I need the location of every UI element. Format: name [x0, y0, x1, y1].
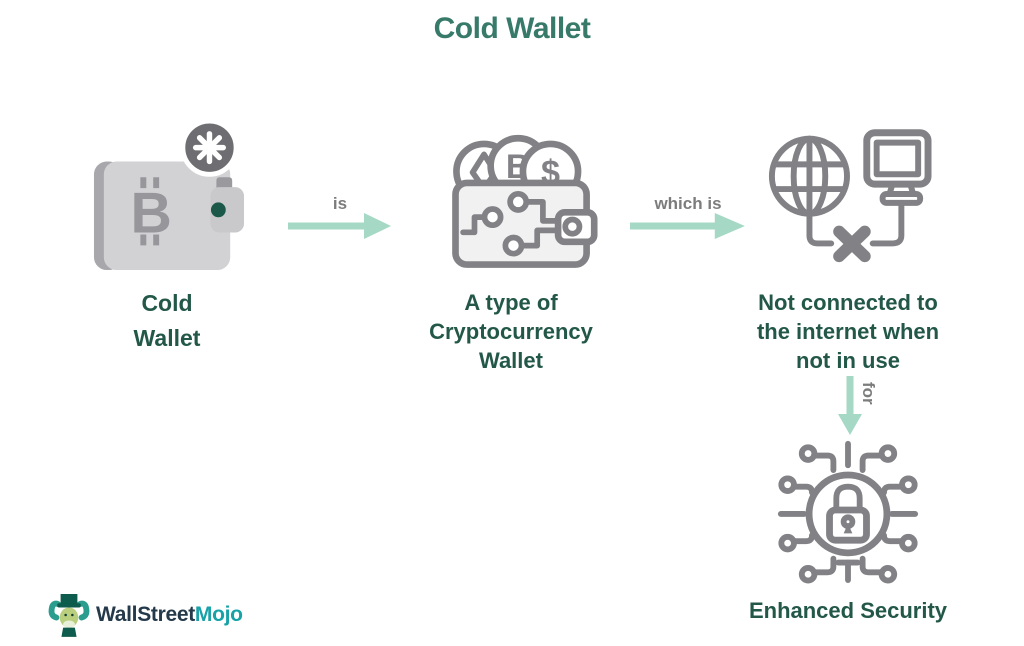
label-line: Cryptocurrency [429, 319, 593, 344]
right-arrow-icon [630, 213, 745, 239]
clasp-button [562, 216, 583, 237]
cold-wallet-icon: B [90, 120, 248, 274]
crypto-wallet-icon-svg: B $ [452, 134, 598, 268]
label-line: the internet when [756, 319, 940, 344]
node-label-security: Enhanced Security [748, 598, 948, 623]
globe-computer-disconnected-icon [764, 124, 932, 264]
circuit-traces [777, 440, 919, 584]
node-label-cold-wallet: Cold Wallet [67, 286, 267, 356]
wallstreetmojo-logo: WallStreetMojo [48, 592, 243, 638]
label-line: Wallet [479, 348, 543, 373]
arrow-right-which-is [630, 212, 746, 240]
cable-left [806, 210, 835, 247]
disconnected-x-icon [833, 225, 871, 263]
security-circuit-lock-icon [775, 438, 921, 584]
security-icon-svg [777, 440, 919, 584]
wallstreetmojo-bull-icon [48, 594, 90, 637]
label-line: not in use [796, 348, 900, 373]
label-line: A type of [464, 290, 558, 315]
crypto-wallet-coins-icon: B $ [446, 126, 598, 274]
node-label-crypto-wallet: A type of Cryptocurrency Wallet [411, 288, 611, 375]
page-title: Cold Wallet [433, 12, 591, 45]
label-line: Cold [141, 290, 193, 316]
offline-icon-svg [768, 129, 932, 263]
logo-text-accent: Mojo [194, 603, 243, 626]
connector-which-is-label: which is [654, 194, 722, 213]
label-line: Wallet [133, 325, 201, 351]
snowflake-badge-icon [180, 120, 239, 177]
globe-icon [768, 135, 850, 217]
bitcoin-tick [140, 234, 147, 246]
connector-for-label: for [859, 382, 878, 405]
cold-wallet-icon-svg: B [93, 120, 245, 271]
wallet-body [103, 161, 231, 271]
node-label-offline: Not connected to the internet when not i… [738, 288, 958, 375]
padlock-icon [826, 483, 870, 544]
clasp-dot [210, 202, 226, 218]
label-line: Not connected to [758, 290, 938, 315]
down-arrow-icon [838, 376, 862, 435]
arrow-down-for [837, 376, 863, 436]
right-arrow-icon [288, 213, 391, 239]
logo-text: WallStreetMojo [96, 603, 243, 627]
bitcoin-tick [140, 177, 147, 189]
bitcoin-tick [153, 177, 160, 189]
cable-right [869, 199, 905, 247]
arrow-right-is [288, 212, 392, 240]
bitcoin-b-glyph: B [131, 182, 172, 246]
computer-monitor-icon [863, 129, 932, 206]
logo-text-primary: WallStreet [96, 603, 195, 626]
connector-is-label: is [332, 194, 348, 213]
circuit-traces [460, 190, 563, 257]
bitcoin-tick [153, 234, 160, 246]
lock-circle [805, 471, 891, 557]
wallet-clasp [210, 187, 245, 233]
